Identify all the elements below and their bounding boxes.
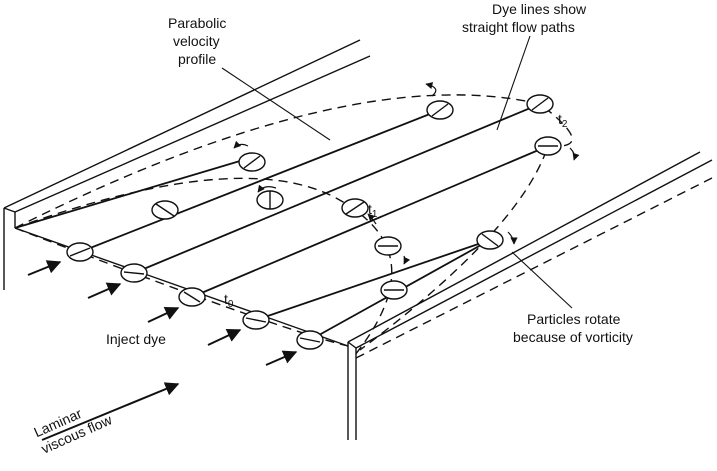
left-wall-top-cap — [3, 207, 16, 213]
rotation-arrow — [425, 82, 437, 97]
label-dye-lines-2: straight flow paths — [462, 19, 575, 35]
rotation-arrow — [233, 140, 249, 149]
rotation-arrow — [507, 231, 518, 245]
inject-arrow — [27, 260, 62, 276]
left-wall-inner-edge — [14, 55, 371, 213]
leader-particles — [511, 251, 573, 309]
particle — [526, 94, 554, 114]
label-inject-dye: Inject dye — [106, 331, 166, 347]
label-parabolic-2: velocity — [173, 33, 220, 49]
leader-dye-lines — [496, 35, 531, 131]
profile-t1 — [14, 177, 393, 356]
label-t0: t0 — [224, 291, 234, 310]
particle — [256, 190, 284, 210]
flow-direction-arrow — [41, 382, 180, 441]
dye-lines — [14, 103, 549, 341]
right-wall-inner-edge — [355, 159, 713, 349]
rotation-arrow — [569, 147, 580, 161]
particle — [151, 200, 179, 220]
particle — [66, 242, 94, 262]
dye-line-3 — [133, 103, 541, 274]
particle — [341, 198, 369, 218]
right-wall-top-cap — [347, 341, 357, 349]
particle — [426, 100, 454, 120]
labels: Parabolic velocity profile Dye lines sho… — [31, 1, 632, 457]
label-flow: Laminar viscous flow — [31, 405, 115, 457]
particles — [66, 94, 562, 350]
right-wall-top-edge — [347, 151, 701, 343]
particle — [476, 230, 504, 250]
label-t1: t1 — [368, 201, 378, 220]
label-particles-1: Particles rotate — [527, 311, 621, 327]
inject-arrow — [265, 350, 298, 366]
rotation-arrows — [233, 82, 580, 265]
leader-lines — [221, 35, 573, 309]
particle — [534, 136, 562, 156]
label-parabolic-3: profile — [178, 51, 216, 67]
dye-line-2 — [79, 109, 441, 253]
particle — [296, 330, 324, 350]
particle — [242, 310, 270, 330]
particle — [380, 280, 408, 300]
velocity-profiles — [14, 94, 573, 356]
rotation-arrow — [367, 213, 377, 225]
right-wall-far-dashed — [355, 177, 713, 359]
particle — [178, 287, 206, 307]
rotation-arrow — [257, 184, 277, 193]
profile-t0 — [14, 227, 349, 347]
dye-line-4 — [191, 145, 549, 298]
particle — [238, 152, 266, 172]
label-t2: t2 — [558, 111, 568, 130]
dye-line-5 — [255, 239, 491, 321]
label-dye-lines-1: Dye lines show — [492, 1, 587, 17]
inject-arrow — [207, 329, 242, 346]
profile-t2 — [14, 94, 573, 351]
label-particles-2: because of vorticity — [513, 329, 633, 345]
rotation-arrow — [403, 255, 411, 265]
particle — [374, 236, 402, 256]
label-parabolic-1: Parabolic — [168, 15, 226, 31]
leader-parabolic — [221, 67, 331, 141]
inject-arrow — [147, 306, 180, 323]
left-wall-top-edge — [3, 39, 361, 209]
particle — [120, 263, 148, 283]
inject-arrow — [87, 282, 122, 299]
floor-front-edge — [14, 227, 349, 347]
inject-arrows — [27, 260, 298, 366]
